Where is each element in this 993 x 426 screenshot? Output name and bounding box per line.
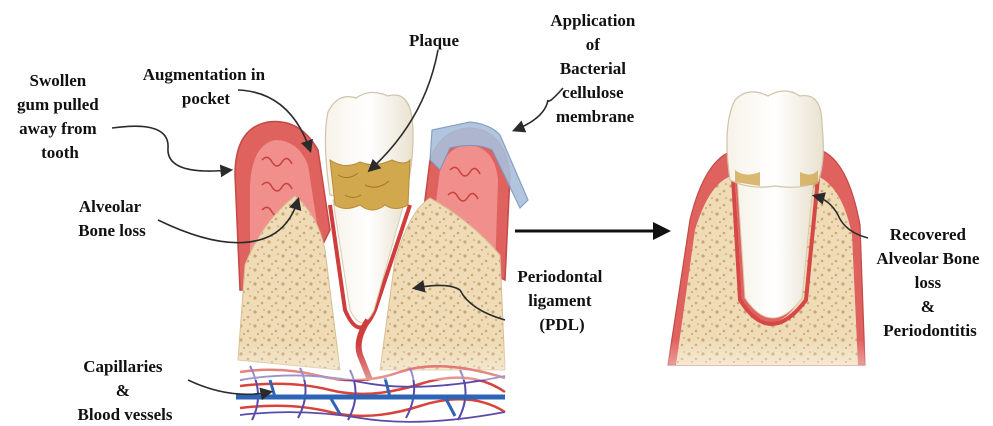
plaque-label: Plaque — [409, 31, 460, 50]
recovered-label: Recovered Alveolar Bone loss & Periodont… — [876, 225, 983, 340]
diseased-tooth-illustration — [225, 92, 528, 422]
swollen-gum-arrow — [112, 126, 230, 171]
recovered-crown — [727, 91, 823, 187]
alveolar-bone-loss-label: Alveolar Bone loss — [78, 197, 146, 240]
augmentation-label: Augmentation in pocket — [143, 65, 270, 108]
recovered-tooth-illustration — [660, 91, 870, 380]
pdl-label: Periodontal ligament (PDL) — [517, 267, 606, 334]
capillaries-label: Capillaries & Blood vessels — [78, 357, 173, 424]
plaque-deposit — [330, 160, 410, 210]
swollen-gum-label: Swollen gum pulled away from tooth — [17, 71, 103, 162]
application-label: Application of Bacterial cellulose membr… — [550, 11, 639, 126]
